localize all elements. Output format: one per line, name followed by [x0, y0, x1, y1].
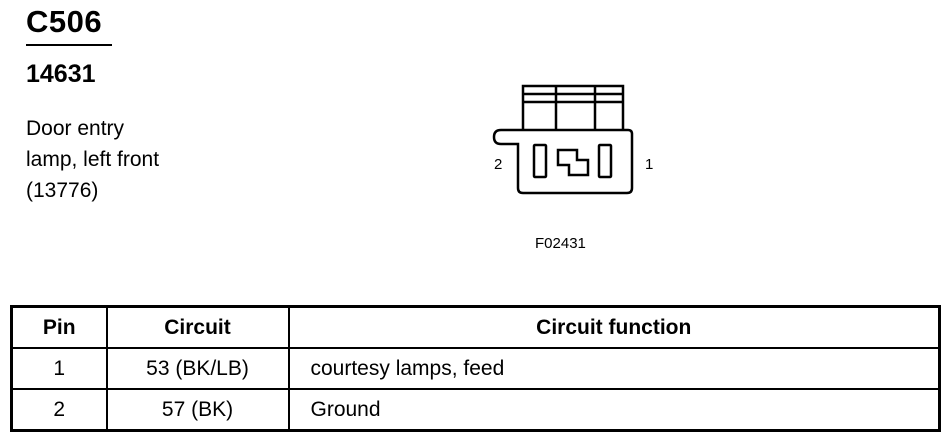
pin-1-cavity [597, 143, 613, 179]
table-header-row: Pin Circuit Circuit function [10, 305, 941, 349]
circuit-cell: 57 (BK) [105, 388, 290, 432]
connector-housing [492, 128, 634, 195]
function-cell: Ground [287, 388, 941, 432]
title-underline [26, 44, 112, 46]
connector-latch [521, 84, 625, 130]
header-circuit-function: Circuit function [287, 305, 941, 349]
pin-cell: 2 [10, 388, 108, 432]
description-line: (13776) [26, 179, 99, 202]
pin-1-label: 1 [645, 156, 654, 173]
description-line: lamp, left front [26, 148, 160, 171]
description-line: Door entry [26, 117, 125, 140]
connector-face-diagram [492, 84, 634, 195]
circuit-cell: 53 (BK/LB) [105, 347, 290, 390]
pin-cell: 1 [10, 347, 108, 390]
connector-id: C506 [26, 4, 103, 39]
header-circuit: Circuit [105, 305, 290, 349]
function-cell: courtesy lamps, feed [287, 347, 941, 390]
table-row: 2 57 (BK) Ground [10, 388, 941, 432]
table-row: 1 53 (BK/LB) courtesy lamps, feed [10, 347, 941, 390]
figure-code: F02431 [535, 235, 586, 252]
part-number: 14631 [26, 60, 96, 88]
connector-description: Door entry lamp, left front (13776) [26, 113, 159, 206]
center-key-cavity [556, 148, 590, 177]
pin-2-label: 2 [494, 156, 503, 173]
pin-table: Pin Circuit Circuit function 1 53 (BK/LB… [10, 305, 941, 432]
header-pin: Pin [10, 305, 108, 349]
pin-2-cavity [532, 143, 548, 179]
